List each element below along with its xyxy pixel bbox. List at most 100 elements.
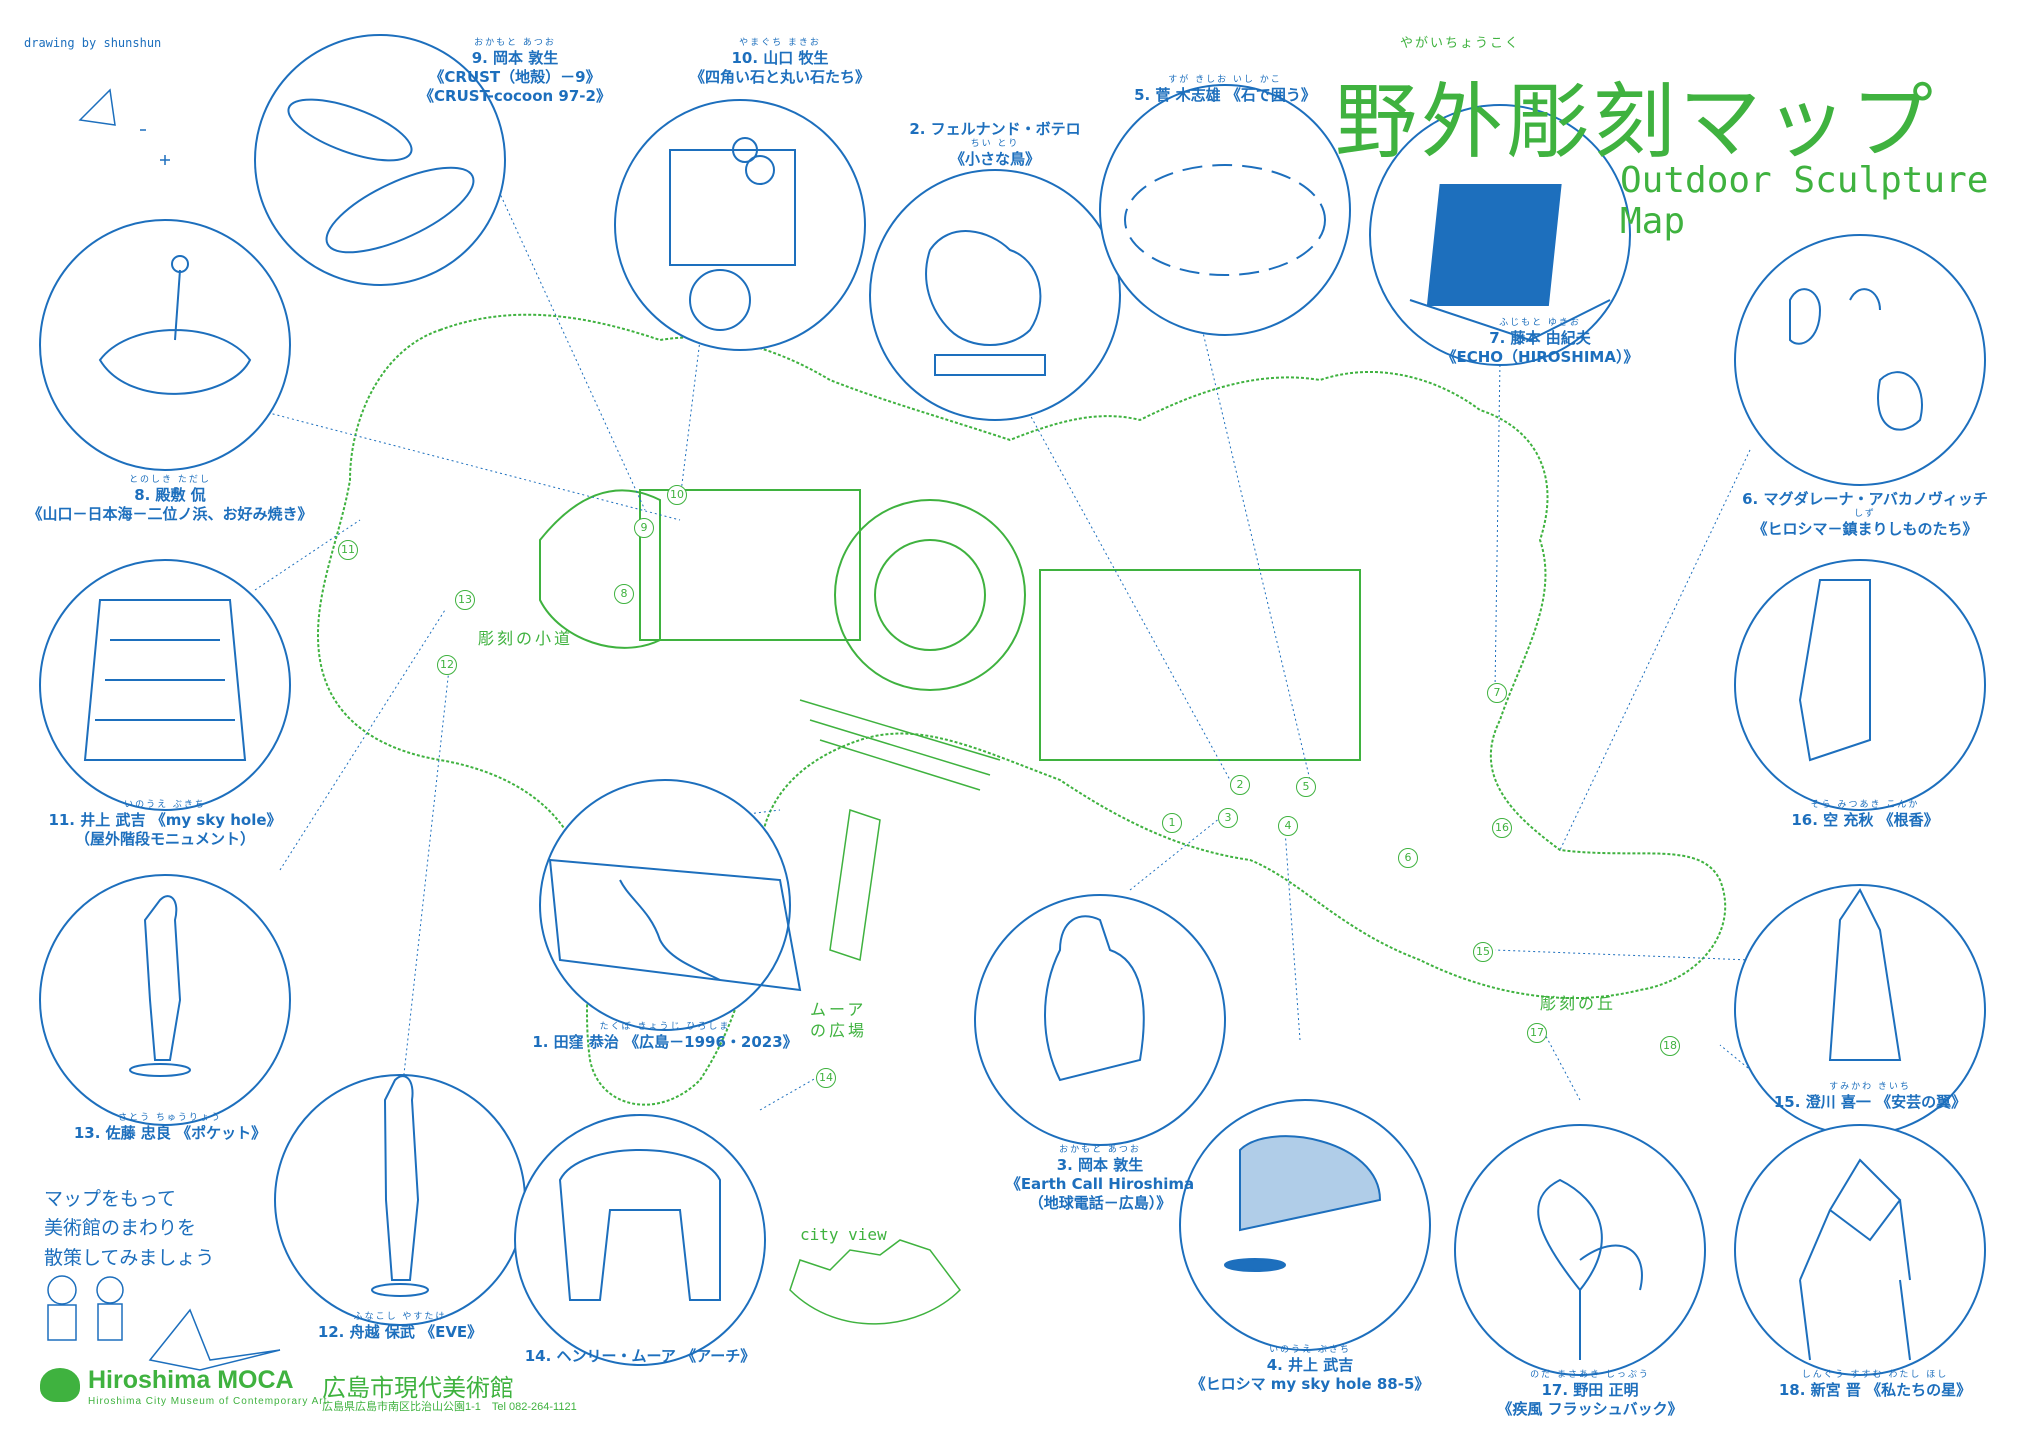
crust-sculpture-bottom [325,166,475,254]
sculpture-label-1[interactable]: たくぼ きょうじ ひろしま 1. 田窪 恭治 《広島－1996・2023》 [532,1022,798,1052]
artwork-circle-13 [39,874,291,1126]
round-stone-small-1 [732,137,758,163]
sparkle-doodle [140,129,170,165]
stairway-south [829,809,881,961]
map-marker-17[interactable]: 17 [1527,1023,1547,1043]
museum-name-en: Hiroshima City Museum of Contemporary Ar… [88,1396,328,1407]
echo-sculpture-panel [1426,184,1562,306]
pocket-figure [143,895,182,1061]
sculpture-label-14[interactable]: 14. ヘンリー・ムーア 《アーチ》 [524,1347,756,1365]
city-view-skyline [789,1239,961,1325]
map-marker-7[interactable]: 7 [1487,683,1507,703]
sculpture-label-12[interactable]: ふなこし やすたけ 12. 舟越 保武 《EVE》 [317,1312,483,1342]
round-stone-sculpture [689,269,751,331]
child-figure-1-body [47,1304,77,1341]
sculpture-label-8[interactable]: とのしき ただし 8. 殿敷 侃 《山口－日本海－二位ノ浜、お好み焼き》 [27,475,313,523]
museum-name[interactable]: Hiroshima MOCA [88,1366,294,1394]
artwork-circle-3 [974,894,1226,1146]
map-marker-15[interactable]: 15 [1473,942,1493,962]
page-subtitle: Outdoor Sculpture Map [1620,160,1989,242]
child-figure-2-head [96,1276,124,1304]
map-marker-16[interactable]: 16 [1492,818,1512,838]
artwork-circle-2 [869,169,1121,421]
artwork-circle-6 [1734,234,1986,486]
sculpture-label-5[interactable]: すが きしお いし かこ 5. 菅 木志雄 《石で囲う》 [1134,75,1316,105]
earth-call-sculpture [1044,915,1145,1082]
our-star-sculpture [1799,1158,1911,1361]
city-view-label: city view [800,1225,887,1244]
map-marker-3[interactable]: 3 [1218,808,1238,828]
map-marker-18[interactable]: 18 [1660,1036,1680,1056]
wing-of-aki-sculpture [1828,888,1902,1061]
sculpture-label-9[interactable]: おかもと あつお 9. 岡本 敦生 《CRUST（地殻）－9》 《CRUST-c… [419,38,611,105]
sculpture-label-7[interactable]: ふじもと ゆきお 7. 藤本 由紀夫 《ECHO（HIROSHIMA）》 [1441,318,1639,366]
map-marker-9[interactable]: 9 [634,518,654,538]
map-marker-2[interactable]: 2 [1230,775,1250,795]
eve-figure [383,1075,420,1281]
park-boundary [316,313,1727,1106]
map-marker-5[interactable]: 5 [1296,777,1316,797]
sculpture-label-4[interactable]: いのうえ ぶきち 4. 井上 武吉 《ヒロシマ my sky hole 88-5… [1190,1345,1430,1393]
artwork-circle-12 [274,1074,526,1326]
crust-sculpture-top [287,98,413,162]
sculpture-label-2[interactable]: 2. フェルナンド・ボテロ ちい とり 《小さな鳥》 [909,120,1081,168]
pocket-figure-base [129,1063,191,1077]
sculpture-label-6[interactable]: 6. マグダレーナ・アバカノヴィッチ しず 《ヒロシマ－鎮まりしものたち》 [1742,490,1988,538]
museum-rotunda-inner [874,539,986,651]
eve-figure-base [371,1283,429,1297]
drawing-credit: drawing by shunshun [24,36,162,50]
map-marker-8[interactable]: 8 [614,584,634,604]
party-hat-doodle [78,88,116,126]
map-marker-12[interactable]: 12 [437,655,457,675]
artwork-circle-8 [39,219,291,471]
sculpture-label-13[interactable]: さとう ちゅうりょう 13. 佐藤 忠良 《ポケット》 [73,1113,267,1143]
bird-pedestal [934,354,1046,376]
area-sculpture-path: 彫刻の小道 [478,629,574,648]
hiroshima-1996-crack [619,879,721,981]
sculpture-label-10[interactable]: やまぐち まきお 10. 山口 牧生 《四角い石と丸い石たち》 [689,38,870,86]
artwork-circle-1 [539,779,791,1031]
sky-hole-88-5-slot [1224,1258,1286,1272]
museum-plaza [539,489,661,649]
artwork-circle-10 [614,99,866,351]
artwork-circle-16 [1734,559,1986,811]
sculpture-label-11[interactable]: いのうえ ぶきち 11. 井上 武吉 《my sky hole》 （屋外階段モニ… [48,800,282,848]
sculpture-label-16[interactable]: そら みつあき こんか 16. 空 充秋 《根香》 [1791,800,1939,830]
hiroshima-calm-figures [1789,288,1923,431]
umbrella-handle [171,255,189,273]
area-sculpture-hill: 彫刻の丘 [1540,994,1617,1013]
sculpture-label-17[interactable]: のだ まさあき しっぷう 17. 野田 正明 《疾風 フラッシュバック》 [1497,1370,1683,1418]
map-marker-10[interactable]: 10 [667,485,687,505]
museum-rotunda [834,499,1026,691]
map-marker-13[interactable]: 13 [455,590,475,610]
artwork-circle-4 [1179,1099,1431,1351]
museum-address: 広島県広島市南区比治山公園1-1 Tel 082-264-1121 [322,1401,577,1413]
gust-flashback-sculpture [1537,1178,1643,1360]
paper-crane [148,1308,281,1371]
root-incense-sculpture [1798,579,1871,762]
sculpture-label-3[interactable]: おかもと あつお 3. 岡本 敦生 《Earth Call Hiroshima … [1005,1145,1195,1212]
stone-ring-sculpture [1124,164,1326,276]
plaza-steps [799,699,1001,791]
small-bird-sculpture [925,230,1042,346]
umbrella-sculpture [98,269,252,395]
museum-west-wing [639,489,861,641]
museum-east-wing [1039,569,1361,761]
map-marker-6[interactable]: 6 [1398,848,1418,868]
sky-hole-stairs [83,599,247,761]
child-figure-1-head [47,1275,77,1305]
child-figure-2-body [97,1303,123,1341]
map-marker-14[interactable]: 14 [816,1068,836,1088]
artwork-circle-18 [1734,1124,1986,1376]
hiroshima-1996-tiles [548,858,802,992]
echo-sculpture-base [1409,299,1611,342]
map-marker-4[interactable]: 4 [1278,816,1298,836]
sculpture-label-18[interactable]: しんぐう すすむ わたし ほし 18. 新宮 晋 《私たちの星》 [1778,1370,1972,1400]
sculpture-label-15[interactable]: すみかわ きいち 15. 澄川 喜一 《安芸の翼》 [1773,1082,1967,1112]
map-marker-1[interactable]: 1 [1162,813,1182,833]
walk-prompt: マップをもって 美術館のまわりを 散策してみましょう [44,1188,215,1269]
sky-hole-88-5-dome [1239,1135,1382,1232]
map-marker-11[interactable]: 11 [338,540,358,560]
